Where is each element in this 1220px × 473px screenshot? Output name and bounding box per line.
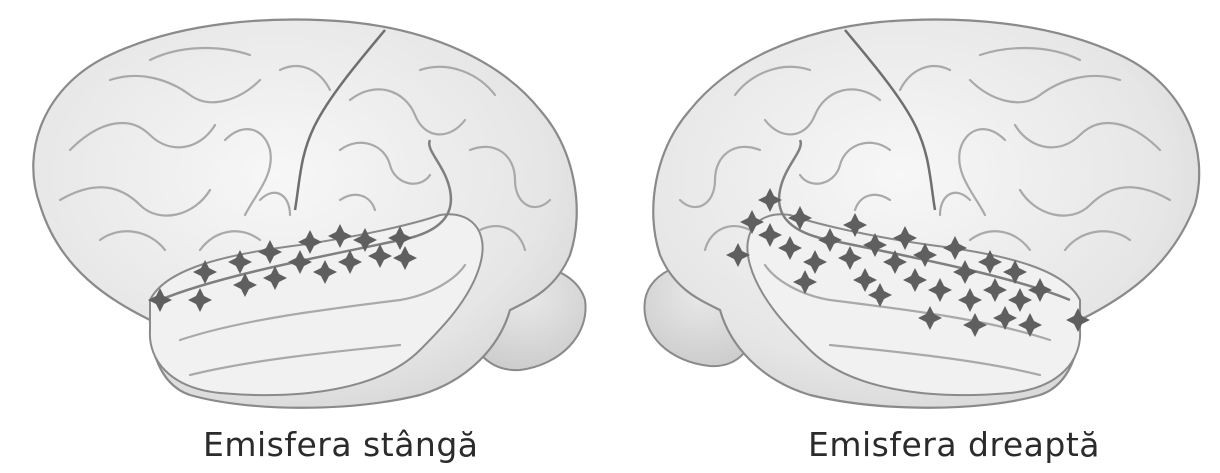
brain-illustration (0, 0, 1220, 420)
left-hemisphere (33, 20, 585, 408)
right-hemisphere (644, 20, 1199, 408)
right-hemisphere-caption: Emisfera dreaptă (808, 425, 1100, 464)
left-hemisphere-caption: Emisfera stângă (203, 425, 479, 464)
